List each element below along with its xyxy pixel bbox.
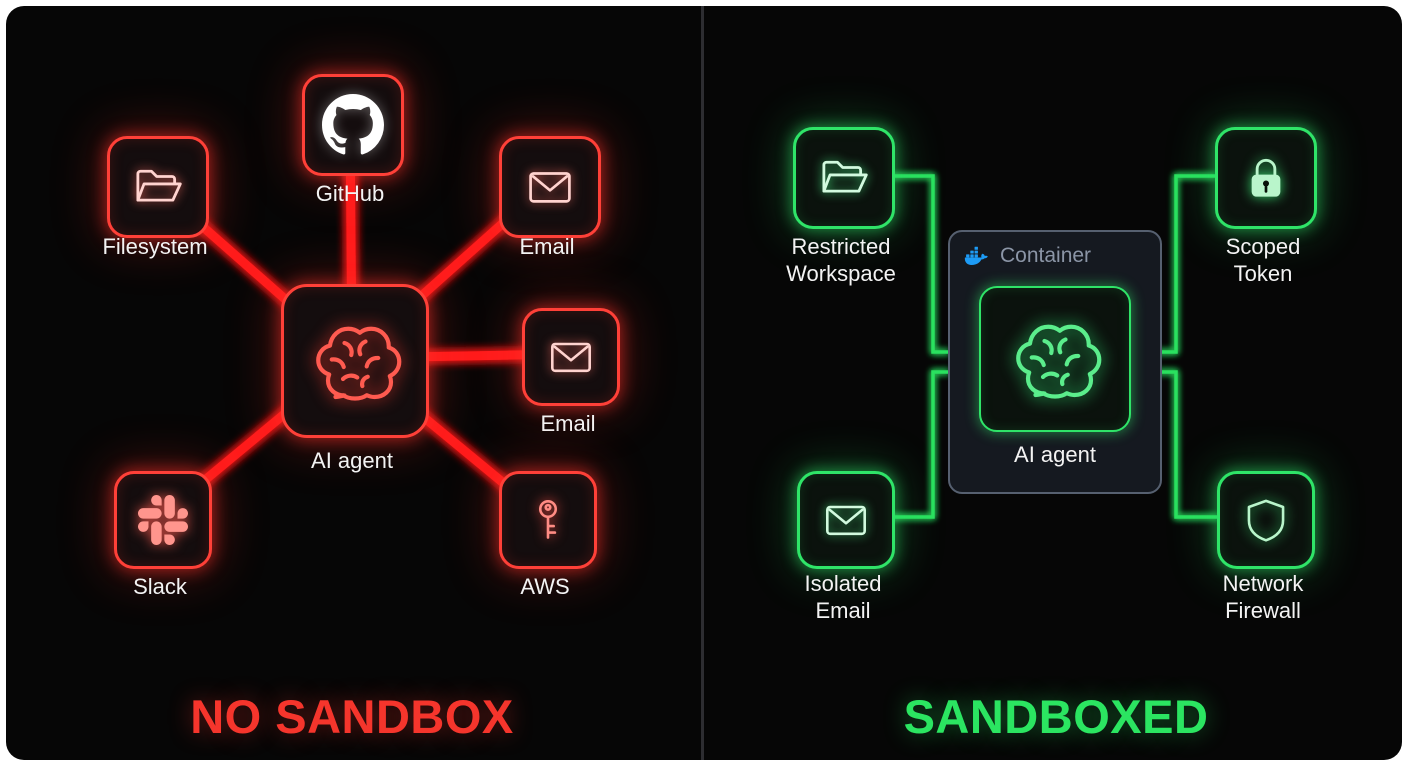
filesystem-label: Filesystem <box>102 234 208 259</box>
scoped-token-label-line2: Token <box>1233 261 1293 286</box>
panel-divider <box>701 6 704 760</box>
envelope-icon <box>826 505 866 536</box>
network-firewall-label: Network Firewall <box>1163 570 1363 624</box>
container-header: Container <box>964 244 1091 268</box>
network-firewall-label-line2: Firewall <box>1225 598 1301 623</box>
folder-icon <box>136 169 182 202</box>
email-top-label: Email <box>519 234 575 259</box>
lock-icon <box>1251 158 1281 197</box>
slack-node <box>114 471 212 569</box>
slack-icon <box>138 495 188 545</box>
isolated-email-node <box>797 471 895 569</box>
brain-icon <box>316 326 402 401</box>
docker-icon <box>964 246 988 265</box>
isolated-email-label: Isolated Email <box>743 570 943 624</box>
sandboxed-ai-agent-node <box>979 286 1131 432</box>
restricted-workspace-label-line1: Restricted <box>791 234 891 259</box>
email-top-node <box>499 136 601 238</box>
aws-node <box>499 471 597 569</box>
brain-icon <box>1016 324 1102 399</box>
filesystem-node <box>107 136 209 238</box>
sandboxed-ai-agent-label: AI agent <box>1014 442 1096 467</box>
isolated-email-label-line1: Isolated <box>804 571 882 596</box>
email-mid-label: Email <box>540 411 596 436</box>
sandboxed-title: SANDBOXED <box>903 690 1209 744</box>
no-sandbox-title: NO SANDBOX <box>190 690 514 744</box>
restricted-workspace-label: Restricted Workspace <box>741 233 941 287</box>
container-label: Container <box>1000 244 1092 267</box>
restricted-workspace-node <box>793 127 895 229</box>
aws-label: AWS <box>520 574 570 599</box>
github-label: GitHub <box>315 181 385 206</box>
container-box: Container AI agent <box>948 230 1162 494</box>
background <box>6 6 1402 760</box>
github-node <box>302 74 404 176</box>
scoped-token-label-line1: Scoped <box>1225 234 1301 259</box>
email-mid-node <box>522 308 620 406</box>
folder-icon <box>822 160 868 193</box>
scoped-token-node <box>1215 127 1317 229</box>
ai-agent-label: AI agent <box>311 448 393 473</box>
restricted-workspace-label-line2: Workspace <box>786 261 896 286</box>
github-icon <box>322 94 384 155</box>
ai-agent-node <box>281 284 429 438</box>
envelope-icon <box>529 172 571 203</box>
isolated-email-label-line2: Email <box>815 598 871 623</box>
network-firewall-node <box>1217 471 1315 569</box>
shield-icon <box>1247 499 1285 542</box>
envelope-icon <box>551 342 591 373</box>
scoped-token-label: Scoped Token <box>1163 233 1363 287</box>
slack-label: Slack <box>133 574 187 599</box>
key-icon <box>538 500 558 539</box>
network-firewall-label-line1: Network <box>1222 571 1304 596</box>
